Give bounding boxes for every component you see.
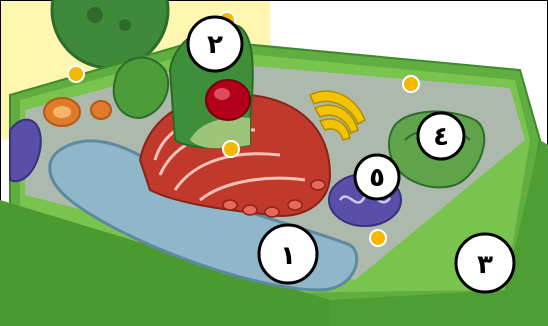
label-mitochondrion: ٥ [355, 155, 399, 199]
nucleolus-highlight [214, 88, 230, 100]
magnified-detail [87, 7, 103, 23]
label-nucleus: ٢ [188, 17, 242, 71]
label-cell-wall-text: ٣ [477, 250, 493, 280]
label-vacuole-text: ١ [280, 241, 296, 271]
label-cell-wall: ٣ [456, 234, 514, 292]
marker-dot [68, 66, 84, 82]
magnified-detail [119, 19, 131, 31]
label-chloroplast: ٤ [418, 113, 464, 159]
nucleolus [206, 80, 250, 120]
label-nucleus-text: ٢ [207, 30, 223, 60]
orange-organelle-inner [53, 106, 71, 118]
orange-organelle-small [91, 101, 111, 119]
label-chloroplast-text: ٤ [433, 122, 449, 152]
marker-dot [223, 141, 239, 157]
marker-dot [403, 76, 419, 92]
label-vacuole: ١ [259, 225, 317, 283]
label-mitochondrion-text: ٥ [369, 163, 385, 193]
marker-dot [370, 230, 386, 246]
